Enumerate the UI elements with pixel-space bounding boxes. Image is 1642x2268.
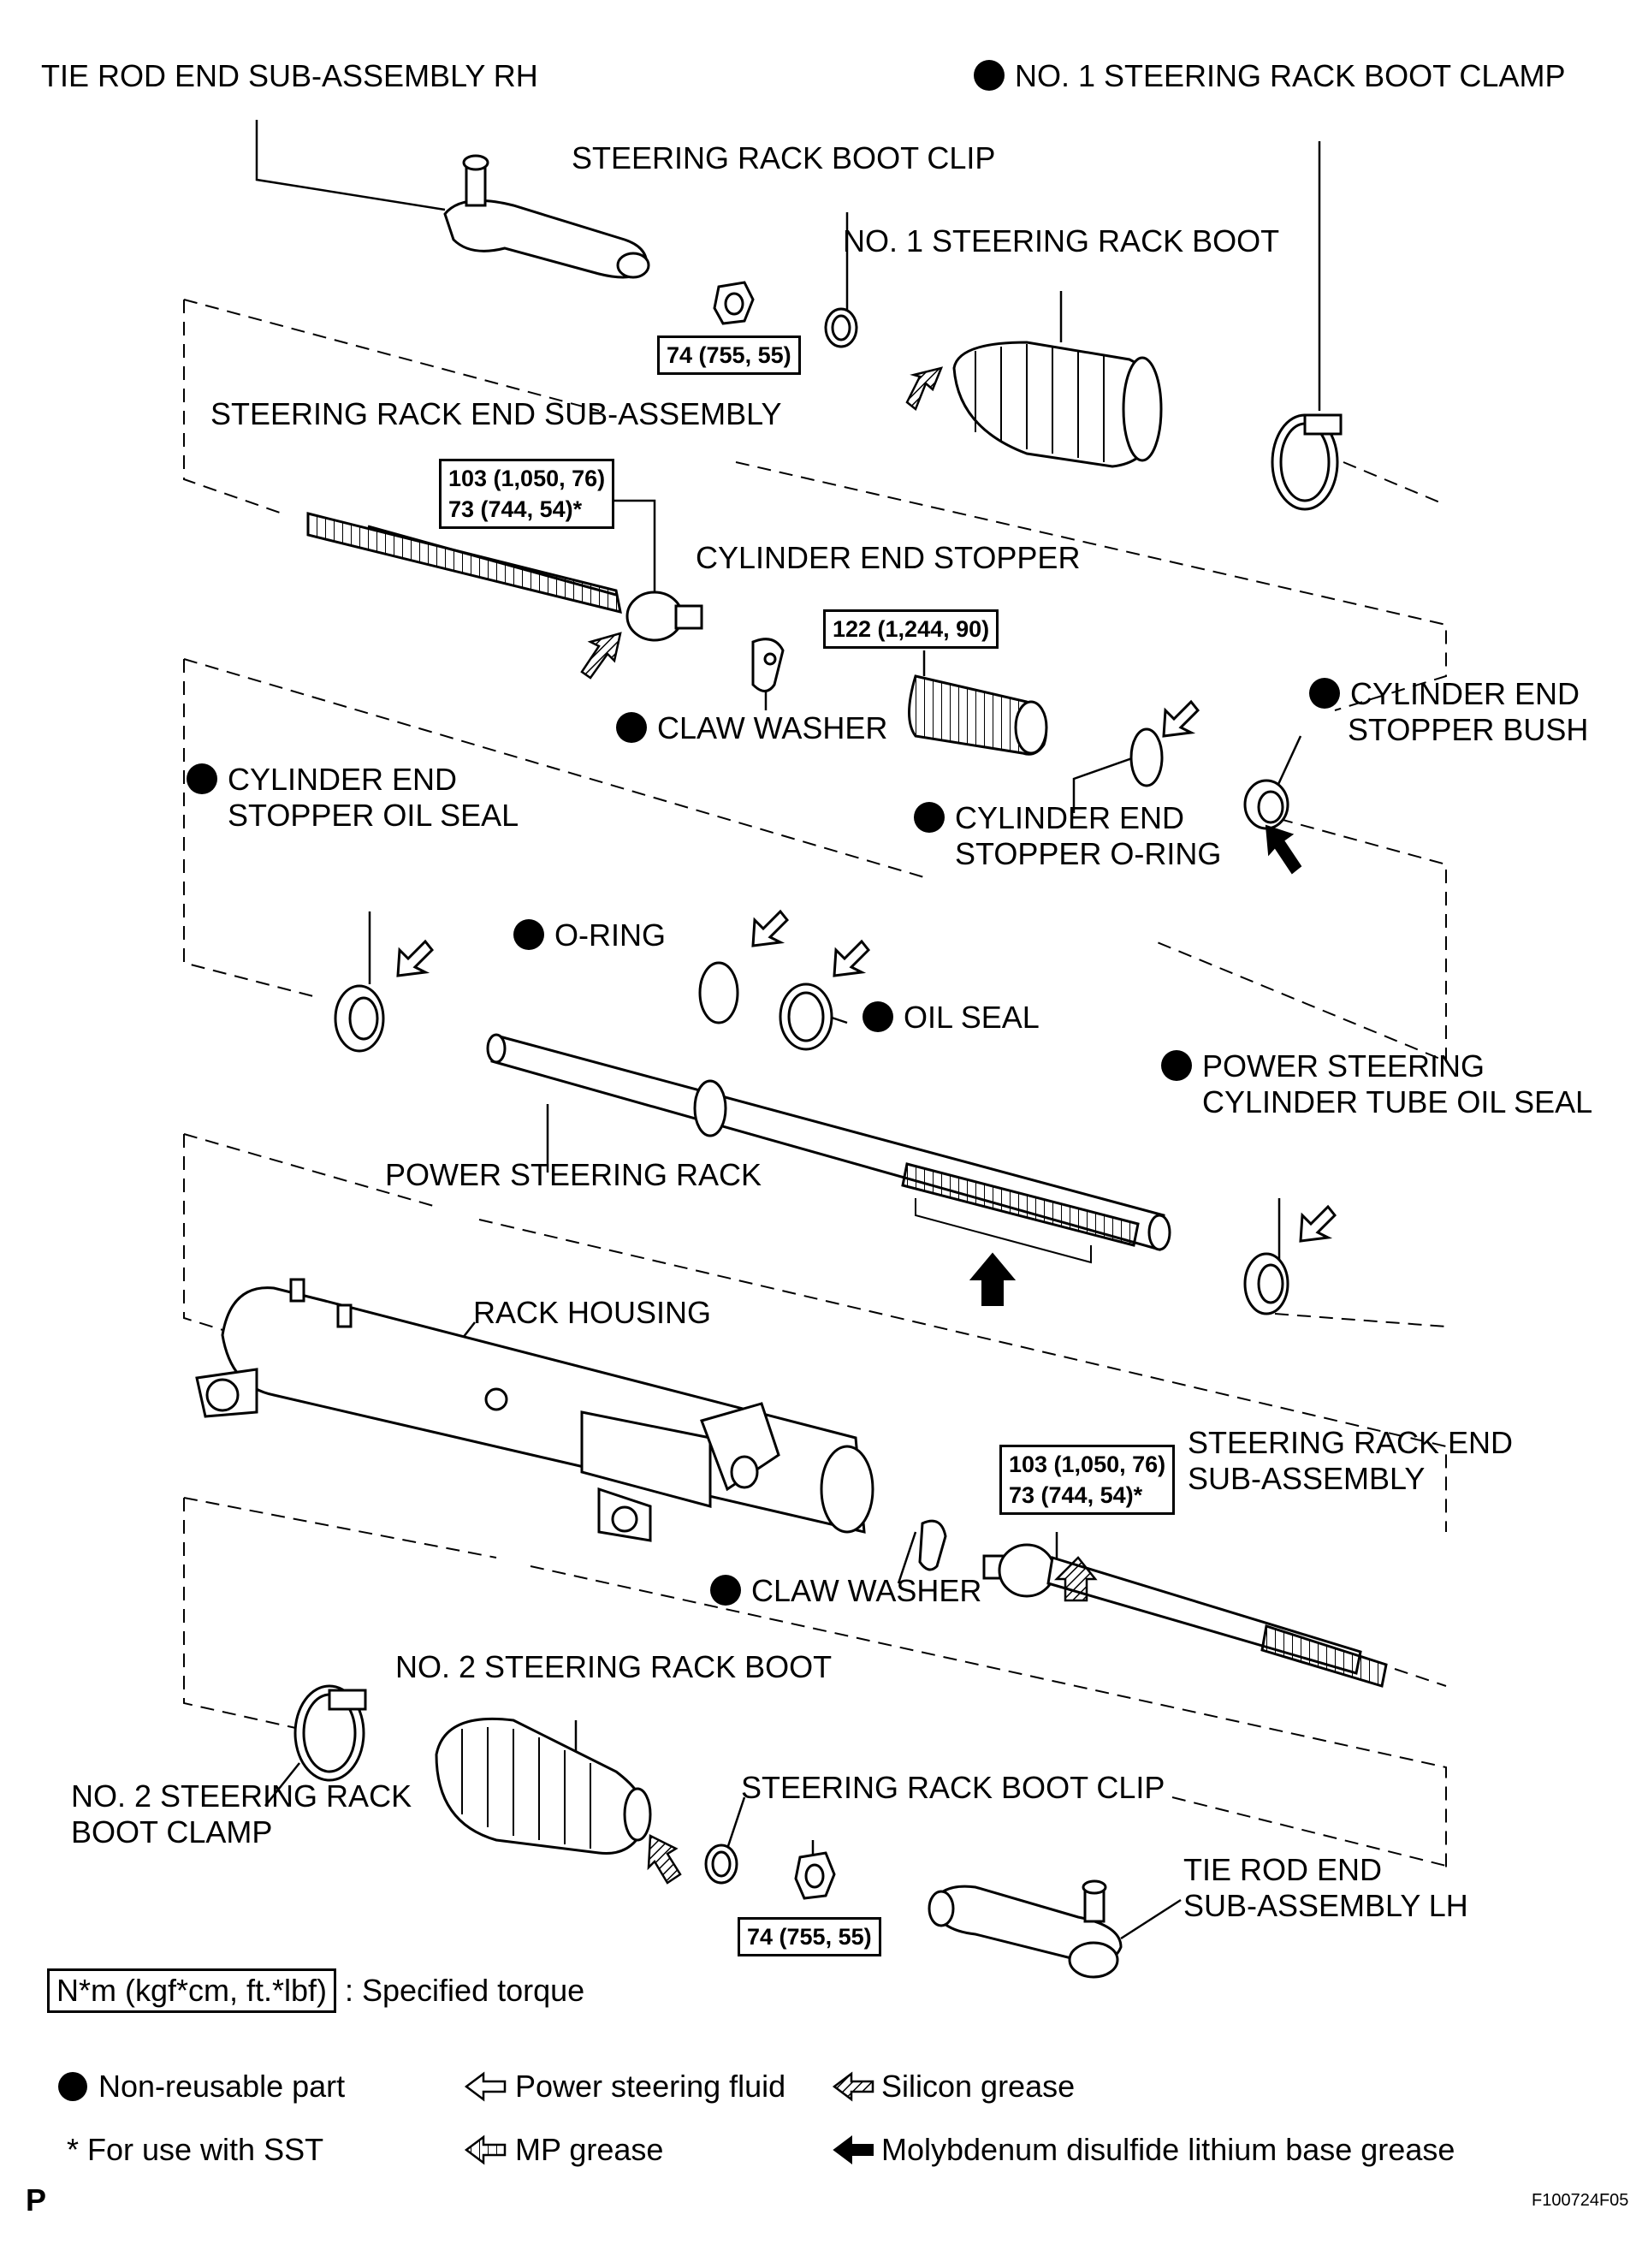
label-oil-seal: OIL SEAL bbox=[862, 1000, 1040, 1036]
non-reusable-dot-icon bbox=[58, 2072, 87, 2101]
mp-grease-arrow-icon bbox=[580, 632, 622, 680]
steering-rack-end-top bbox=[306, 512, 703, 642]
rack-housing bbox=[195, 1278, 874, 1542]
nut-bottom bbox=[794, 1851, 836, 1900]
legend-icons bbox=[58, 2071, 874, 2165]
hollow-arrow-icon bbox=[464, 2071, 507, 2102]
non-reusable-dot-icon bbox=[513, 919, 544, 950]
leader-rack-end-top bbox=[608, 499, 656, 599]
label-boot-clamp-2: NO. 2 STEERING RACK BOOT CLAMP bbox=[71, 1778, 412, 1849]
rack-tooth-bracket bbox=[915, 1198, 1092, 1264]
legend-non-reusable: Non-reusable part bbox=[98, 2069, 346, 2104]
boot-clip-top bbox=[824, 307, 858, 348]
label-claw-washer-bottom: CLAW WASHER bbox=[710, 1573, 981, 1609]
claw-washer-bottom bbox=[918, 1519, 947, 1571]
leader-tie-rod-lh bbox=[1120, 1898, 1182, 1940]
non-reusable-dot-icon bbox=[914, 802, 945, 833]
tie-rod-end-rh bbox=[443, 154, 650, 279]
claw-washer-top bbox=[751, 638, 785, 692]
torque-rack-end-top: 103 (1,050, 76) 73 (744, 54)* bbox=[439, 459, 615, 529]
cylinder-end-stopper-bush bbox=[1243, 779, 1289, 830]
legend-sst: * For use with SST bbox=[67, 2132, 324, 2167]
cylinder-end-stopper bbox=[908, 674, 1048, 756]
mp-grease-arrow-icon bbox=[647, 1834, 682, 1885]
leader-bush bbox=[1273, 735, 1302, 793]
oil-seal bbox=[779, 983, 833, 1051]
leader-boot-clip-bottom bbox=[726, 1796, 746, 1849]
hatched-arrow-icon bbox=[832, 2071, 874, 2102]
non-reusable-dot-icon bbox=[1309, 678, 1340, 709]
label-claw-washer-top: CLAW WASHER bbox=[616, 710, 887, 746]
label-rack-end-top: STEERING RACK END SUB-ASSEMBLY bbox=[210, 396, 782, 431]
non-reusable-dot-icon bbox=[862, 1001, 893, 1032]
cylinder-end-stopper-o-ring bbox=[1129, 727, 1164, 787]
label-boot-clamp-1: NO. 1 STEERING RACK BOOT CLAMP bbox=[974, 58, 1565, 94]
power-steering-fluid-arrow-icon bbox=[396, 939, 435, 977]
power-steering-rack bbox=[486, 1033, 1171, 1251]
page-letter: P bbox=[26, 2182, 47, 2218]
label-cylinder-end-stopper-oil-seal: CYLINDER END STOPPER OIL SEAL bbox=[187, 762, 519, 834]
label-power-steering-rack: POWER STEERING RACK bbox=[385, 1157, 762, 1192]
non-reusable-dot-icon bbox=[616, 712, 647, 743]
leader-clamp-2 bbox=[264, 1762, 300, 1807]
torque-nut-top: 74 (755, 55) bbox=[657, 335, 801, 375]
power-steering-fluid-arrow-icon bbox=[1162, 699, 1200, 738]
steering-rack-end-bottom bbox=[982, 1543, 1388, 1688]
steering-rack-boot-clamp-1 bbox=[1271, 413, 1343, 511]
power-steering-cylinder-tube-oil-seal bbox=[1243, 1252, 1289, 1315]
solid-arrow-icon bbox=[833, 2135, 874, 2164]
o-ring bbox=[698, 961, 739, 1024]
power-steering-fluid-arrow-icon bbox=[751, 909, 790, 947]
legend-mp-grease: MP grease bbox=[515, 2132, 664, 2167]
tie-rod-end-lh bbox=[928, 1879, 1123, 1979]
legend-silicon-grease: Silicon grease bbox=[881, 2069, 1076, 2104]
label-tie-rod-end-lh: TIE ROD END SUB-ASSEMBLY LH bbox=[1183, 1852, 1468, 1923]
cylinder-end-stopper-oil-seal bbox=[334, 984, 385, 1053]
label-boot-1: NO. 1 STEERING RACK BOOT bbox=[843, 223, 1280, 258]
label-cylinder-end-stopper-bush: CYLINDER END STOPPER BUSH bbox=[1309, 676, 1588, 748]
label-boot-clip-top: STEERING RACK BOOT CLIP bbox=[572, 140, 996, 175]
label-cylinder-end-stopper: CYLINDER END STOPPER bbox=[696, 540, 1081, 575]
mp-grease-arrow-icon bbox=[1053, 1556, 1098, 1602]
dashed-outlines bbox=[183, 299, 1447, 1874]
molybdenum-arrow-icon bbox=[969, 1252, 1017, 1306]
power-steering-fluid-arrow-icon bbox=[1299, 1204, 1337, 1243]
label-rack-end-bottom: STEERING RACK END SUB-ASSEMBLY bbox=[1188, 1425, 1514, 1496]
non-reusable-dot-icon bbox=[187, 763, 217, 794]
label-o-ring: O-RING bbox=[513, 917, 666, 953]
power-steering-fluid-arrow-icon bbox=[833, 939, 871, 977]
mp-grease-arrow-icon bbox=[905, 366, 944, 412]
boot-clip-bottom bbox=[704, 1843, 738, 1885]
torque-nut-bottom: 74 (755, 55) bbox=[738, 1917, 881, 1956]
legend-torque-box: N*m (kgf*cm, ft.*lbf) bbox=[47, 1968, 337, 2013]
steering-rack-boot-clamp-2 bbox=[293, 1684, 367, 1782]
steering-rack-boot-1 bbox=[952, 341, 1163, 468]
torque-stopper: 122 (1,244, 90) bbox=[823, 609, 999, 649]
leader-claw-bottom bbox=[897, 1531, 917, 1584]
leader-oring-stopper bbox=[1072, 751, 1147, 813]
non-reusable-dot-icon bbox=[1161, 1050, 1192, 1081]
molybdenum-arrow-icon bbox=[1265, 824, 1302, 875]
leader-tie-rod-rh bbox=[255, 120, 446, 211]
legend-molybdenum: Molybdenum disulfide lithium base grease bbox=[881, 2132, 1455, 2167]
striped-arrow-icon bbox=[464, 2134, 507, 2165]
label-boot-clip-bottom: STEERING RACK BOOT CLIP bbox=[741, 1770, 1165, 1805]
label-rack-housing: RACK HOUSING bbox=[473, 1295, 712, 1330]
torque-rack-end-bottom: 103 (1,050, 76) 73 (744, 54)* bbox=[999, 1445, 1176, 1515]
label-tie-rod-end-rh: TIE ROD END SUB-ASSEMBLY RH bbox=[41, 58, 538, 93]
figure-code: F100724F05 bbox=[1532, 2191, 1629, 2210]
legend-ps-fluid: Power steering fluid bbox=[515, 2069, 786, 2104]
legend-torque-text: : Specified torque bbox=[345, 1973, 585, 2008]
label-ps-cylinder-tube-oil-seal: POWER STEERING CYLINDER TUBE OIL SEAL bbox=[1161, 1048, 1592, 1120]
label-boot-2: NO. 2 STEERING RACK BOOT bbox=[395, 1649, 833, 1684]
non-reusable-dot-icon bbox=[710, 1575, 741, 1606]
steering-rack-boot-2 bbox=[435, 1717, 652, 1855]
non-reusable-dot-icon bbox=[974, 60, 1005, 91]
nut-top bbox=[713, 281, 755, 325]
label-cylinder-end-stopper-o-ring: CYLINDER END STOPPER O-RING bbox=[914, 800, 1221, 872]
